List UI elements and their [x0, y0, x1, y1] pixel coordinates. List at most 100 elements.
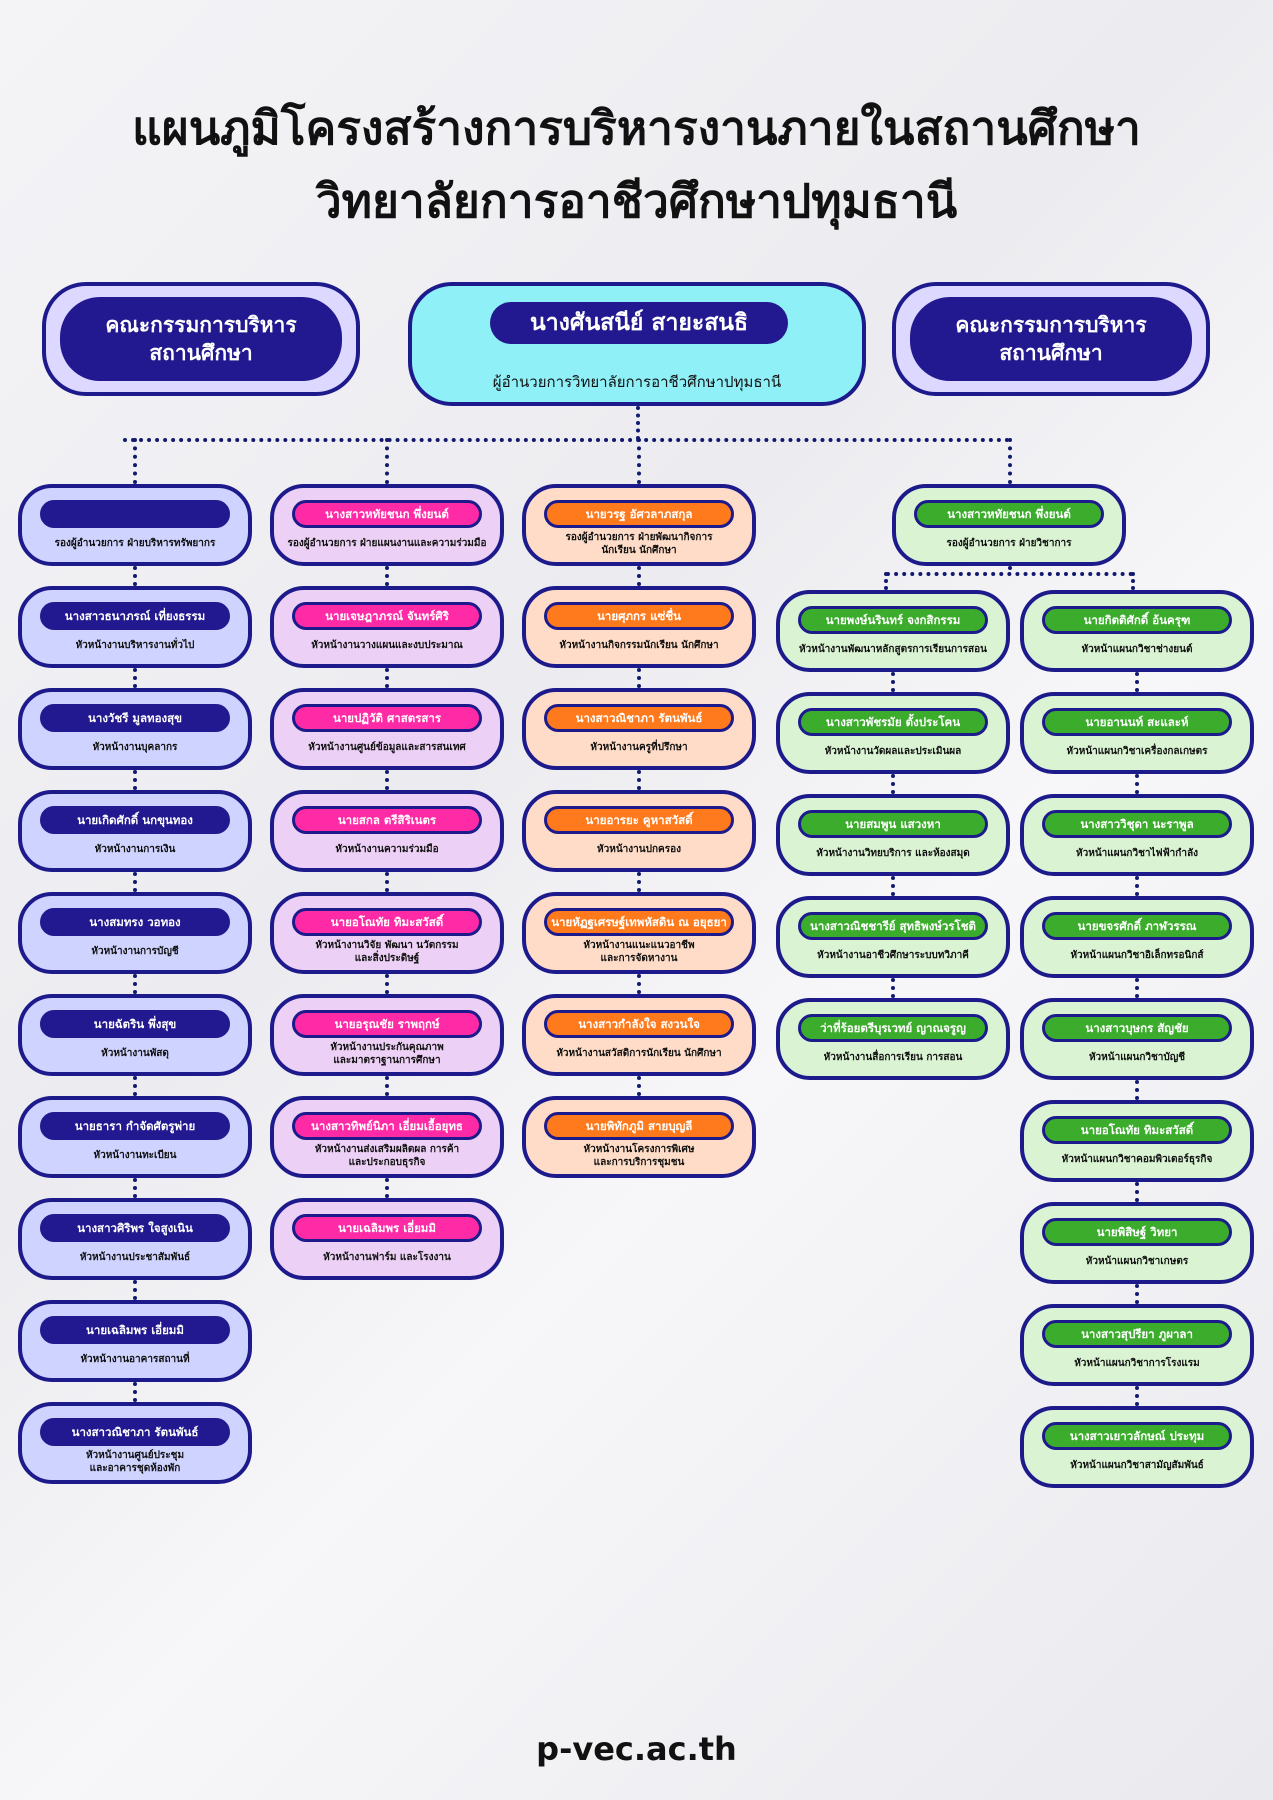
- footer-url: p-vec.ac.th: [536, 1730, 737, 1768]
- person-role: รองผู้อำนวยการ ฝ่ายวิชาการ: [946, 538, 1072, 549]
- person-name: นางสาวณิชาภา รัตนพันธ์: [40, 1418, 230, 1446]
- person-role: รองผู้อำนวยการ ฝ่ายพัฒนากิจการ นักเรียน …: [565, 532, 713, 556]
- org-node: นางสาวบุษกร สัญชัยหัวหน้าแผนกวิชาบัญชี: [1020, 998, 1254, 1080]
- connector-line: [1135, 672, 1139, 692]
- person-name: นางสาววิชุดา นะราพูล: [1042, 810, 1232, 838]
- person-name: นางสาวเยาวลักษณ์ ประทุม: [1042, 1422, 1232, 1450]
- connector-line: [637, 974, 641, 994]
- connector-line: [884, 572, 888, 590]
- connector-line: [385, 974, 389, 994]
- person-name: นางสาวพัชรมัย ตั้งประโคน: [798, 708, 988, 736]
- org-node: นางสาวเยาวลักษณ์ ประทุมหัวหน้าแผนกวิชาสา…: [1020, 1406, 1254, 1488]
- org-node: นายกิตติศักดิ์ อ้นครุฑหัวหน้าแผนกวิชาช่า…: [1020, 590, 1254, 672]
- connector-line: [637, 566, 641, 586]
- connector-line: [385, 668, 389, 688]
- connector-line: [637, 438, 641, 484]
- connector-line: [1135, 876, 1139, 896]
- person-role: หัวหน้างานการเงิน: [94, 844, 176, 855]
- connector-line: [385, 566, 389, 586]
- person-name: นางสาวศิริพร ใจสูงเนิน: [40, 1214, 230, 1242]
- person-role: หัวหน้าแผนกวิชาอิเล็กทรอนิกส์: [1070, 950, 1204, 961]
- connector-line: [1008, 566, 1012, 572]
- person-role: หัวหน้างานฟาร์ม และโรงงาน: [323, 1252, 451, 1263]
- person-role: หัวหน้าแผนกวิชาเกษตร: [1085, 1256, 1189, 1267]
- org-node: นายเฉลิมพร เอี่ยมมิหัวหน้างานฟาร์ม และโร…: [270, 1198, 504, 1280]
- org-node: นายหัฏฐเศรษฐ์เทพหัสดิน ณ อยุธยาหัวหน้างา…: [522, 892, 756, 974]
- org-node: นางสาวณิชชารีย์ สุทธิพงษ์วรโชติหัวหน้างา…: [776, 896, 1010, 978]
- person-role: หัวหน้าแผนกวิชาบัญชี: [1088, 1052, 1186, 1063]
- person-name: นางสาวณิชชารีย์ สุทธิพงษ์วรโชติ: [798, 912, 988, 940]
- org-node: นางสาวสุปรียา ภูผาลาหัวหน้าแผนกวิชาการโร…: [1020, 1304, 1254, 1386]
- person-name: นายสมพูน แสวงหา: [798, 810, 988, 838]
- org-node: นายอโณทัย ทิมะสวัสดิ์หัวหน้าแผนกวิชาคอมพ…: [1020, 1100, 1254, 1182]
- connector-line: [636, 406, 640, 440]
- board-left: คณะกรรมการบริหาร สถานศึกษา: [42, 282, 360, 396]
- connector-line: [385, 770, 389, 790]
- connector-line: [385, 1076, 389, 1096]
- person-role: หัวหน้างานแนะแนวอาชีพ และการจัดหางาน: [583, 940, 695, 964]
- person-role: หัวหน้าแผนกวิชาเครื่องกลเกษตร: [1066, 746, 1208, 757]
- connector-line: [637, 770, 641, 790]
- org-node: นางสาวธนาภรณ์ เที่ยงธรรมหัวหน้างานบริหาร…: [18, 586, 252, 668]
- person-name: นายเจษฎาภรณ์ จันทร์ศิริ: [292, 602, 482, 630]
- person-role: หัวหน้างานวิจัย พัฒนา นวัตกรรม และสิ่งปร…: [315, 940, 459, 964]
- connector-line: [891, 978, 895, 998]
- org-node: นางวัชรี มูลทองสุขหัวหน้างานบุคลากร: [18, 688, 252, 770]
- person-role: หัวหน้างานโครงการพิเศษ และการบริการชุมชน: [583, 1144, 695, 1168]
- person-role: หัวหน้างานสื่อการเรียน การสอน: [823, 1052, 963, 1063]
- person-name: นายอโณทัย ทิมะสวัสดิ์: [1042, 1116, 1232, 1144]
- org-node: นายธารา กำจัดศัตรูพ่ายหัวหน้างานทะเบียน: [18, 1096, 252, 1178]
- person-name: นางสาวบุษกร สัญชัย: [1042, 1014, 1232, 1042]
- org-node: นายเกิดศักดิ์ นกขุนทองหัวหน้างานการเงิน: [18, 790, 252, 872]
- org-node: นายฉัตริน พึ่งสุขหัวหน้างานพัสดุ: [18, 994, 252, 1076]
- connector-line: [1135, 1080, 1139, 1100]
- person-role: หัวหน้างานศูนย์ประชุม และอาคารชุดห้องพัก: [85, 1450, 185, 1474]
- org-node: นายอารยะ คูหาสวัสดิ์หัวหน้างานปกครอง: [522, 790, 756, 872]
- connector-line: [385, 438, 389, 484]
- person-role: หัวหน้าแผนกวิชาช่างยนต์: [1081, 644, 1193, 655]
- connector-line: [637, 872, 641, 892]
- connector-line: [133, 668, 137, 688]
- org-node: นางสาวหทัยชนก พึ่งยนต์รองผู้อำนวยการ ฝ่า…: [270, 484, 504, 566]
- board-right: คณะกรรมการบริหาร สถานศึกษา: [892, 282, 1210, 396]
- connector-line: [1135, 1386, 1139, 1406]
- person-role: หัวหน้าแผนกวิชาไฟฟ้ากำลัง: [1076, 848, 1198, 859]
- director-name: นางศันสนีย์ สายะสนธิ: [490, 302, 788, 344]
- connector-line: [891, 876, 895, 896]
- person-name: นายเฉลิมพร เอี่ยมมิ: [292, 1214, 482, 1242]
- connector-line: [1008, 438, 1012, 484]
- connector-line: [133, 1076, 137, 1096]
- connector-line: [891, 672, 895, 692]
- person-role: หัวหน้างานวิทยบริการ และห้องสมุด: [816, 848, 970, 859]
- person-role: หัวหน้างานบริหารงานทั่วไป: [75, 640, 195, 651]
- person-name: นายอารยะ คูหาสวัสดิ์: [544, 806, 734, 834]
- person-role: รองผู้อำนวยการ ฝ่ายบริหารทรัพยากร: [54, 538, 216, 549]
- person-name: นายขจรศักดิ์ ภาฬวรรณ: [1042, 912, 1232, 940]
- connector-line: [133, 1382, 137, 1402]
- person-role: รองผู้อำนวยการ ฝ่ายแผนงานและความร่วมมือ: [287, 538, 487, 549]
- person-name: นางวัชรี มูลทองสุข: [40, 704, 230, 732]
- connector-line: [133, 1280, 137, 1300]
- director-position: ผู้อำนวยการวิทยาลัยการอาชีวศึกษาปทุมธานี: [492, 373, 782, 391]
- connector-line: [133, 974, 137, 994]
- person-name: ว่าที่ร้อยตรีบุรเวทย์ ญาณจรูญ: [798, 1014, 988, 1042]
- chart-title-line-2: วิทยาลัยการอาชีวศึกษาปทุมธานี: [315, 174, 958, 228]
- connector-line: [133, 438, 137, 484]
- connector-line: [385, 872, 389, 892]
- person-name: นายพิทักภูมิ สายบุญลี: [544, 1112, 734, 1140]
- board-right-label: คณะกรรมการบริหาร สถานศึกษา: [910, 297, 1192, 381]
- person-name: นางสาวสุปรียา ภูผาลา: [1042, 1320, 1232, 1348]
- person-role: หัวหน้างานวัดผลและประเมินผล: [824, 746, 962, 757]
- connector-line: [1135, 1182, 1139, 1202]
- person-name: นางสาวธนาภรณ์ เที่ยงธรรม: [40, 602, 230, 630]
- person-role: หัวหน้างานพัฒนาหลักสูตรการเรียนการสอน: [799, 644, 987, 655]
- org-node: นางสาวศิริพร ใจสูงเนินหัวหน้างานประชาสัม…: [18, 1198, 252, 1280]
- person-name: นายเฉลิมพร เอี่ยมมิ: [40, 1316, 230, 1344]
- connector-line: [1135, 1284, 1139, 1304]
- org-node: นายขจรศักดิ์ ภาฬวรรณหัวหน้าแผนกวิชาอิเล็…: [1020, 896, 1254, 978]
- connector-line: [133, 872, 137, 892]
- person-name: นายปฏิวัติ ศาสตรสาร: [292, 704, 482, 732]
- person-name: นายอโณทัย ทิมะสวัสดิ์: [292, 908, 482, 936]
- person-name: นายอรุณชัย ราพฤกษ์: [292, 1010, 482, 1038]
- person-role: หัวหน้างานวางแผนและงบประมาณ: [311, 640, 463, 651]
